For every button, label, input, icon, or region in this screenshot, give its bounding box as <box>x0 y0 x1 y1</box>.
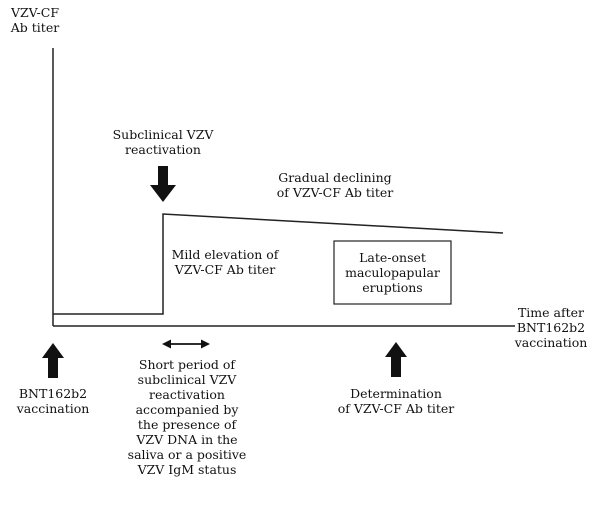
late-onset-eruptions-label: Late-onset maculopapular eruptions <box>345 250 440 295</box>
determination-label: Determination of VZV-CF Ab titer <box>337 386 455 416</box>
y-axis-label: VZV-CF Ab titer <box>10 5 60 35</box>
vaccination-arrow-icon <box>42 343 64 378</box>
short-period-double-arrow-icon <box>162 339 210 349</box>
short-period-label: Short period of subclinical VZV reactiva… <box>127 357 247 477</box>
mild-elevation-label: Mild elevation of VZV-CF Ab titer <box>171 247 279 277</box>
subclinical-reactivation-label: Subclinical VZV reactivation <box>112 127 214 157</box>
vaccination-label: BNT162b2 vaccination <box>16 386 90 416</box>
gradual-decline-label: Gradual declining of VZV-CF Ab titer <box>276 170 394 200</box>
titer-curve <box>53 213 504 315</box>
determination-arrow-icon <box>385 342 407 377</box>
x-axis-label: Time after BNT162b2 vaccination <box>514 305 588 350</box>
late-onset-box <box>333 240 452 305</box>
reactivation-arrow-icon <box>150 166 176 202</box>
